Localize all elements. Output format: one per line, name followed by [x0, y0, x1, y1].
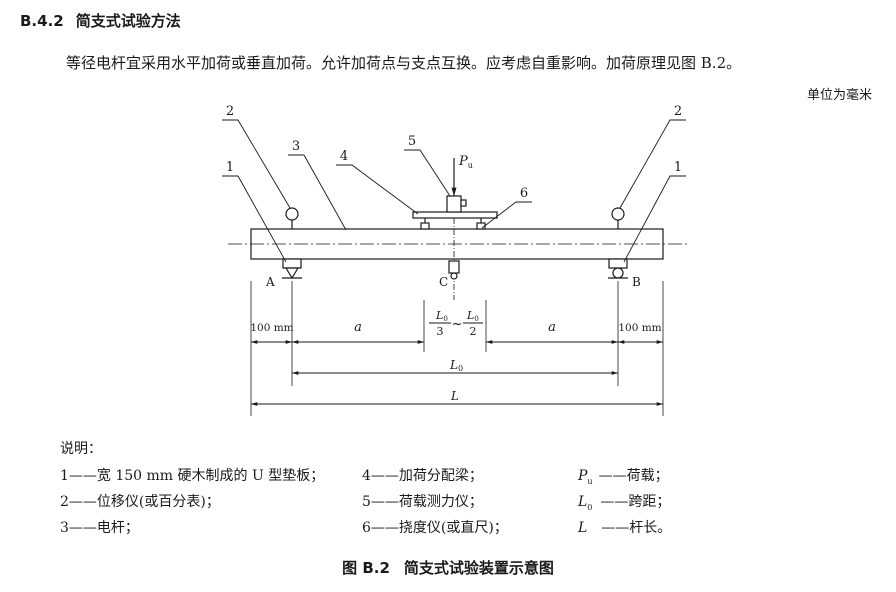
- fraction-left-denominator: 3: [437, 325, 444, 338]
- deflection-gauge: [448, 260, 460, 280]
- callout-6: 6: [520, 186, 528, 201]
- section-heading: B.4.2 简支式试验方法: [20, 10, 181, 31]
- body-paragraph: 等径电杆宜采用水平加荷或垂直加荷。允许加荷点与支点互换。应考虑自重影响。加荷原理…: [66, 54, 742, 72]
- callout-1-right: 1: [674, 160, 682, 175]
- symbol-p: P: [578, 468, 588, 484]
- extension-lines: [250, 281, 664, 416]
- section-number: B.4.2: [20, 12, 64, 30]
- legend-title: 说明：: [60, 441, 102, 457]
- legend-item-6: 6——挠度仪(或直尺)；: [362, 520, 508, 536]
- load-cell: [446, 195, 467, 213]
- callout-4: 4: [340, 149, 348, 164]
- dim-a-right: a: [548, 320, 556, 335]
- support-a: [282, 258, 302, 280]
- legend-load-desc: ——荷载；: [598, 468, 669, 484]
- callout-3: 3: [292, 139, 300, 154]
- dial-gauge-left: [285, 207, 299, 229]
- figure-caption: 图 B.2 简支式试验装置示意图: [0, 557, 896, 578]
- dim-l0: L0: [449, 358, 463, 373]
- legend-item-2: 2——位移仪(或百分表)；: [60, 494, 220, 510]
- figure-title: 简支式试验装置示意图: [403, 559, 554, 577]
- load-label: Pu: [458, 154, 473, 170]
- fraction-right-numerator: L0: [466, 309, 479, 323]
- callout-2-right: 2: [674, 104, 682, 119]
- legend-item-1: 1——宽 150 mm 硬木制成的 U 型垫板；: [60, 468, 325, 484]
- callout-5: 5: [408, 134, 416, 149]
- legend-item-length: L ——杆长。: [578, 517, 671, 537]
- point-b-label: B: [632, 275, 641, 289]
- legend-item-load: Pu ——荷载；: [578, 465, 669, 486]
- dial-gauge-right: [611, 207, 625, 229]
- legend-length-desc: ——杆长。: [601, 520, 672, 536]
- legend-item-4: 4——加荷分配梁；: [362, 468, 483, 484]
- point-c-label: C: [439, 275, 448, 289]
- symbol-l0: L: [578, 494, 588, 510]
- dim-l: L: [450, 389, 459, 403]
- dimension-lines: [251, 340, 663, 406]
- callout-2-left: 2: [226, 104, 234, 119]
- legend-item-3: 3——电杆；: [60, 520, 139, 536]
- symbol-l: L: [578, 520, 588, 536]
- callout-1-left: 1: [226, 160, 234, 175]
- leader-lines: [222, 119, 686, 263]
- fraction-tilde: ~: [452, 317, 463, 332]
- dim-100mm-right: 100 mm: [618, 322, 661, 334]
- section-title: 简支式试验方法: [75, 12, 181, 30]
- legend-span-desc: ——跨距；: [600, 494, 671, 510]
- dim-100mm-left: 100 mm: [250, 322, 293, 334]
- support-b: [608, 258, 628, 279]
- fraction-left-numerator: L0: [435, 309, 448, 323]
- figure-number: 图 B.2: [342, 559, 390, 577]
- fraction-right-denominator: 2: [470, 325, 477, 338]
- symbol-p-sub: u: [587, 476, 593, 486]
- point-a-label: A: [265, 275, 275, 289]
- dim-a-left: a: [354, 320, 362, 335]
- legend-item-span: L0 ——跨距；: [578, 491, 670, 512]
- symbol-l0-sub: 0: [587, 502, 593, 512]
- legend-item-5: 5——荷载测力仪；: [362, 494, 483, 510]
- unit-note: 单位为毫米: [806, 88, 872, 103]
